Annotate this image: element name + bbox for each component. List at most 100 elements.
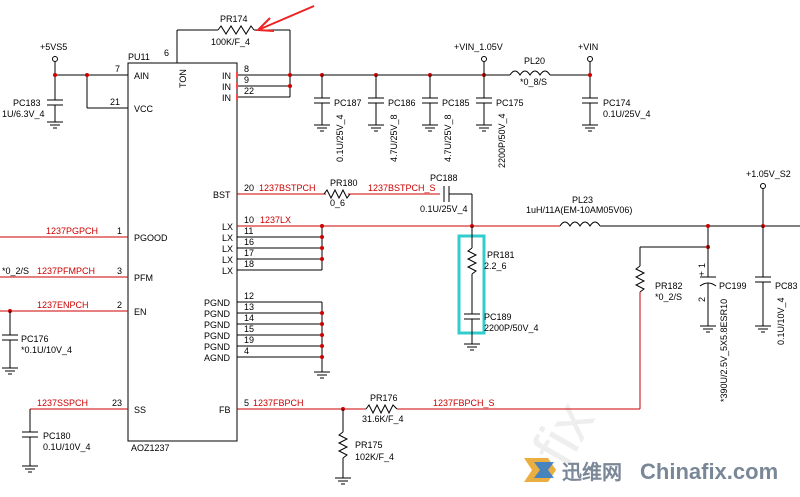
svg-text:PGND: PGND <box>204 342 231 352</box>
svg-text:22: 22 <box>244 86 254 96</box>
svg-text:PC175: PC175 <box>496 98 524 108</box>
pc187-capacitor: PC187 0.1U/25V_4 <box>314 73 362 162</box>
svg-text:PGOOD: PGOOD <box>134 233 168 243</box>
svg-text:1U/6.3V_4: 1U/6.3V_4 <box>2 109 45 119</box>
svg-text:23: 23 <box>112 398 122 408</box>
svg-text:PC187: PC187 <box>334 98 362 108</box>
pc174-capacitor: PC174 0.1U/25V_4 <box>582 97 651 132</box>
svg-text:0.1U/25V_4: 0.1U/25V_4 <box>420 204 468 214</box>
svg-text:2.2_6: 2.2_6 <box>484 261 507 271</box>
svg-text:PC174: PC174 <box>603 98 631 108</box>
svg-text:1237SSPCH: 1237SSPCH <box>37 398 88 408</box>
pin-lx-16: 16 LX <box>222 237 322 254</box>
svg-text:PC176: PC176 <box>21 334 49 344</box>
svg-text:0.1U/25V_4: 0.1U/25V_4 <box>335 114 345 162</box>
svg-text:8: 8 <box>244 64 249 74</box>
svg-text:1: 1 <box>697 263 707 268</box>
svg-text:PC199: PC199 <box>719 281 747 291</box>
pc176-capacitor: PC176 *0.1U/10V_4 <box>2 309 72 375</box>
watermark-logo: 迅维网 Chinafix.com <box>524 458 778 484</box>
svg-text:PR181: PR181 <box>487 250 515 260</box>
svg-text:+VIN: +VIN <box>578 42 598 52</box>
svg-text:5: 5 <box>244 398 249 408</box>
svg-text:PC83: PC83 <box>775 281 798 291</box>
svg-text:0.1U/10V_4: 0.1U/10V_4 <box>776 297 786 345</box>
svg-text:12: 12 <box>244 291 254 301</box>
power-vin-1v05: +VIN_1.05V <box>454 42 503 62</box>
pc83-capacitor: PC83 0.1U/10V_4 <box>755 226 798 345</box>
svg-text:PR175: PR175 <box>355 440 383 450</box>
svg-text:AIN: AIN <box>134 71 149 81</box>
svg-text:1237FBPCH: 1237FBPCH <box>253 398 304 408</box>
svg-text:PC180: PC180 <box>43 431 71 441</box>
svg-text:PR180: PR180 <box>330 178 358 188</box>
svg-text:18: 18 <box>244 259 254 269</box>
svg-text:1237LX: 1237LX <box>260 215 291 225</box>
pin-ton: 6 TON <box>164 30 188 88</box>
watermark-en: Chinafix.com <box>640 459 778 484</box>
svg-text:+5VS5: +5VS5 <box>40 42 67 52</box>
svg-text:BST: BST <box>213 190 231 200</box>
svg-text:VCC: VCC <box>134 104 154 114</box>
svg-text:IN: IN <box>222 71 231 81</box>
svg-text:*0.1U/10V_4: *0.1U/10V_4 <box>21 345 72 355</box>
pr182-resistor: PR182 *0_2/S <box>634 245 710 409</box>
svg-text:17: 17 <box>244 248 254 258</box>
svg-text:SS: SS <box>134 405 146 415</box>
pin-pgnd-15: 15 PGND <box>204 324 322 341</box>
svg-text:LX: LX <box>222 266 233 276</box>
svg-text:3: 3 <box>117 266 122 276</box>
svg-text:+VIN_1.05V: +VIN_1.05V <box>454 42 503 52</box>
svg-text:0.1U/10V_4: 0.1U/10V_4 <box>43 442 91 452</box>
pin-pgnd-19: 19 PGND <box>204 335 322 352</box>
annotation-arrow <box>255 5 315 32</box>
svg-text:2: 2 <box>697 297 707 302</box>
svg-text:PC183: PC183 <box>13 98 41 108</box>
pc180-capacitor: PC180 0.1U/10V_4 <box>22 409 91 473</box>
pin-ss: 23 SS 1237SSPCH <box>30 398 146 415</box>
svg-text:PGND: PGND <box>204 331 231 341</box>
pin-pgnd-14: 14 PGND <box>204 313 322 330</box>
svg-text:1237BSTPCH: 1237BSTPCH <box>259 183 316 193</box>
svg-text:1237ENPCH: 1237ENPCH <box>37 300 89 310</box>
svg-text:LX: LX <box>222 244 233 254</box>
pin-in-22: 22 IN <box>222 86 290 103</box>
svg-text:PC188: PC188 <box>430 173 458 183</box>
pin-pgnd-13: 13 PGND <box>204 302 322 319</box>
pc185-capacitor: PC185 4.7U/25V_8 <box>422 73 470 162</box>
pin-vcc: 21 VCC <box>87 97 154 114</box>
pc189-capacitor: PC189 2200P/50V_4 <box>464 312 539 351</box>
svg-text:PL23: PL23 <box>572 195 593 205</box>
svg-text:PR174: PR174 <box>220 14 248 24</box>
svg-text:+1.05V_S2: +1.05V_S2 <box>746 169 791 179</box>
svg-text:PGND: PGND <box>204 320 231 330</box>
pin-lx-18: 18 LX <box>222 259 322 276</box>
svg-text:AGND: AGND <box>204 353 231 363</box>
svg-text:102K/F_4: 102K/F_4 <box>355 452 394 462</box>
svg-text:11: 11 <box>244 226 253 236</box>
pc199-capacitor: 1 2 + PC199 *390U/2.5V_5X5.8ESR10 <box>697 224 747 402</box>
svg-text:6: 6 <box>164 48 169 58</box>
svg-text:1237FBPCH_S: 1237FBPCH_S <box>433 398 495 408</box>
svg-text:PR176: PR176 <box>370 393 398 403</box>
svg-text:+: + <box>699 269 704 279</box>
ic-body <box>127 62 238 442</box>
svg-text:21: 21 <box>110 97 120 107</box>
svg-text:2: 2 <box>117 300 122 310</box>
svg-text:IN: IN <box>222 93 231 103</box>
pc188-capacitor: PC188 0.1U/25V_4 <box>420 173 473 226</box>
svg-text:0.1U/25V_4: 0.1U/25V_4 <box>603 109 651 119</box>
svg-text:19: 19 <box>244 335 254 345</box>
svg-text:4.7U/25V_8: 4.7U/25V_8 <box>443 114 453 162</box>
svg-text:IN: IN <box>222 82 231 92</box>
watermark-cn: 迅维网 <box>562 460 622 484</box>
ic-part: AOZ1237 <box>131 443 170 453</box>
svg-text:PR182: PR182 <box>655 281 683 291</box>
ground-symbol-pgnd <box>314 371 330 379</box>
pin-pgnd-12: 12 PGND <box>204 291 322 308</box>
svg-text:PC185: PC185 <box>442 98 470 108</box>
pr181-resistor: PR181 2.2_6 <box>466 226 515 314</box>
svg-text:4.7U/25V_8: 4.7U/25V_8 <box>389 114 399 162</box>
power-1v05-s2: +1.05V_S2 <box>746 169 791 228</box>
